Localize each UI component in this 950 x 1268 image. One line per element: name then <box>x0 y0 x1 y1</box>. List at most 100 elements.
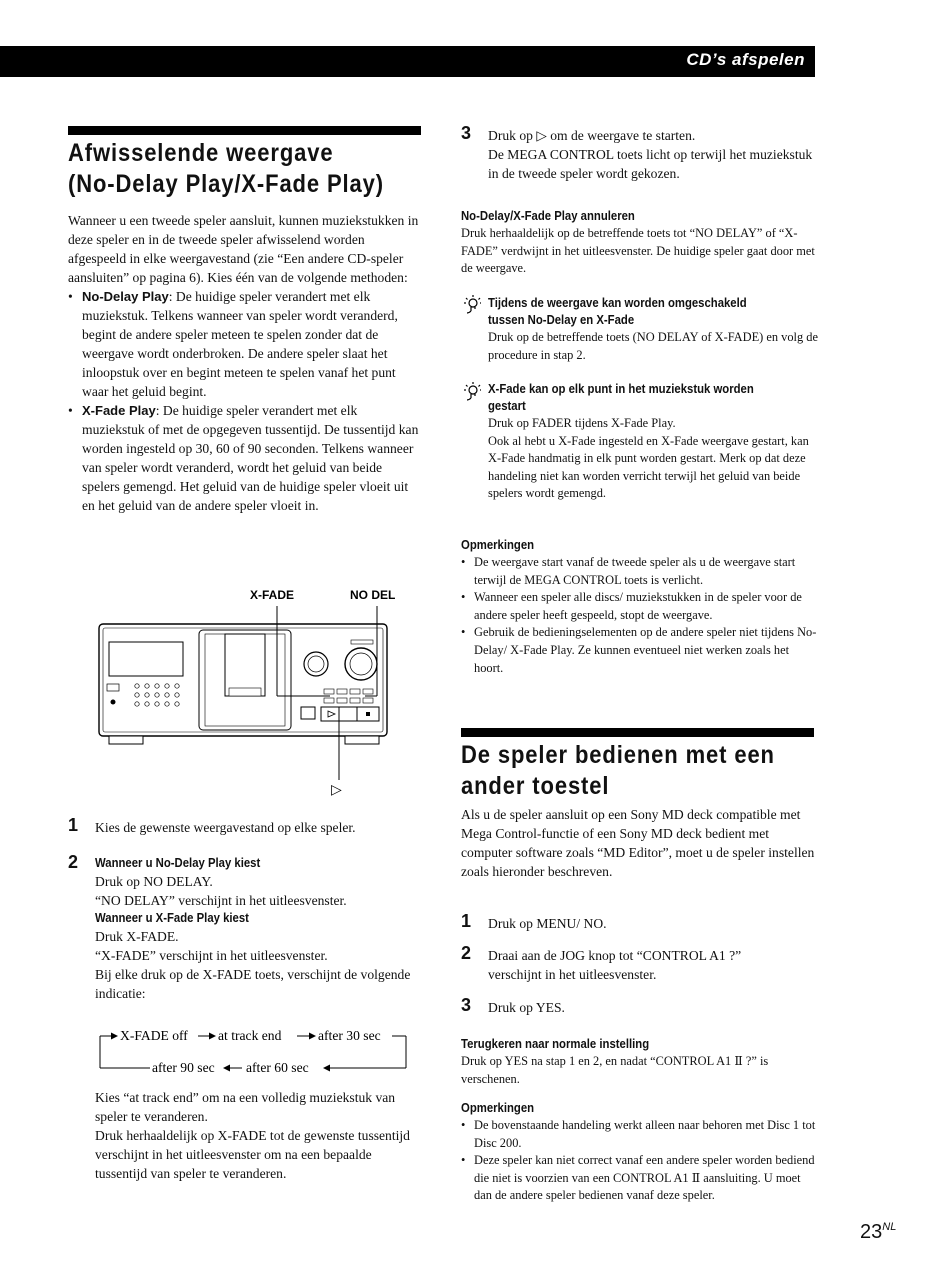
mode-buttons <box>323 688 374 704</box>
notes-list: De weergave start vanaf de tweede speler… <box>461 554 819 677</box>
step-text: om de weergave te starten. <box>550 128 696 143</box>
instruction-line: “NO DELAY” verschijnt in het uitleesvens… <box>95 893 347 908</box>
page-number-value: 23 <box>860 1221 883 1243</box>
list-item: Gebruik de bedieningselementen op de and… <box>461 624 819 677</box>
cycle-after-90: after 90 sec <box>152 1060 215 1075</box>
play-icon <box>327 710 337 718</box>
tip-heading: tussen No-Delay en X-Fade <box>488 313 635 327</box>
cancel-section: No-Delay/X-Fade Play annuleren Druk herh… <box>461 208 821 278</box>
term-description: : De huidige speler verandert met elk mu… <box>82 403 419 513</box>
instruction-line: “X-FADE” verschijnt in het uitleesvenste… <box>95 948 328 963</box>
section-title: CD’s afspelen <box>686 50 805 69</box>
cd-player-illustration: X-FADE NO DELAY ▷ <box>98 588 395 796</box>
notes-list: De bovenstaande handeling werkt alleen n… <box>461 1117 819 1205</box>
language-code: NL <box>882 1221 897 1233</box>
door-handle-base <box>228 687 262 697</box>
foot <box>108 735 144 745</box>
label-no-delay: NO DELAY <box>350 588 395 602</box>
notes-2: Opmerkingen De bovenstaande handeling we… <box>461 1100 819 1205</box>
paragraph: Druk op YES na stap 1 en 2, en nadat “CO… <box>461 1054 769 1086</box>
step-number: 2 <box>68 852 79 872</box>
return-section: Terugkeren naar normale instelling Druk … <box>461 1036 816 1088</box>
header-bar: CD’s afspelen <box>0 46 815 77</box>
heading-line: De speler bedienen met een <box>461 741 775 769</box>
paragraph: Druk herhaaldelijk op de betreffende toe… <box>461 226 815 276</box>
label-x-fade: X-FADE <box>250 588 294 602</box>
step-number: 3 <box>461 995 472 1015</box>
notes-heading: Opmerkingen <box>461 1101 535 1115</box>
subheading: Wanneer u X-Fade Play kiest <box>95 911 249 925</box>
list-item: Wanneer een speler alle discs/ muziekstu… <box>461 589 819 624</box>
step-text: Kies de gewenste weergavestand op elke s… <box>95 820 356 835</box>
list-item: Deze speler kan niet correct vanaf een a… <box>461 1152 819 1205</box>
step-text: Druk op YES. <box>488 1000 565 1015</box>
heading-line: ander toestel <box>461 772 610 800</box>
cycle-x-fade-off: X-FADE off <box>120 1028 188 1043</box>
cycle-after-60: after 60 sec <box>246 1060 309 1075</box>
intro-block: Wanneer u een tweede speler aansluit, ku… <box>68 211 420 515</box>
step-number: 1 <box>68 815 79 835</box>
player-body-inner <box>102 627 384 733</box>
tip-heading: Tijdens de weergave kan worden omgeschak… <box>488 296 747 310</box>
list-item: No-Delay Play: De huidige speler verande… <box>68 287 420 401</box>
instruction-line: Druk op NO DELAY. <box>95 874 213 889</box>
intro-paragraph: Als u de speler aansluit op een Sony MD … <box>461 807 815 879</box>
tip-text: Druk op de betreffende toets (NO DELAY o… <box>488 330 818 362</box>
step-text: Druk op <box>488 128 533 143</box>
tip-2: X-Fade kan op elk punt in het muziekstuk… <box>488 381 818 503</box>
intro-paragraph: Wanneer u een tweede speler aansluit, ku… <box>68 213 419 285</box>
list-item: X-Fade Play: De huidige speler verandert… <box>68 401 420 515</box>
tip-1: Tijdens de weergave kan worden omgeschak… <box>488 295 818 364</box>
play-symbol: ▷ <box>536 128 547 143</box>
list-item: De bovenstaande handeling werkt alleen n… <box>461 1117 819 1152</box>
cycle-at-track-end: at track end <box>218 1028 282 1043</box>
tip-heading: X-Fade kan op elk punt in het muziekstuk… <box>488 382 754 396</box>
page-number: 23NL <box>860 1221 896 1244</box>
instruction-line: Bij elke druk op de X-FADE toets, versch… <box>95 967 411 1001</box>
heading-rule <box>68 126 421 135</box>
subheading: No-Delay/X-Fade Play annuleren <box>461 209 635 223</box>
list-item: De weergave start vanaf de tweede speler… <box>461 554 819 589</box>
step-text: Draai aan de JOG knop tot “CONTROL A1 ?”… <box>488 948 742 982</box>
foot <box>344 735 380 745</box>
transport-buttons <box>320 706 380 722</box>
term-no-delay: No-Delay Play <box>82 289 169 304</box>
step-number: 3 <box>461 123 472 143</box>
step-number: 2 <box>461 943 472 963</box>
tip-heading: gestart <box>488 399 526 413</box>
heading-line: Afwisselende weergave <box>68 139 334 167</box>
after-cycle-block: Kies “at track end” om na een volledig m… <box>95 1088 425 1183</box>
subheading: Wanneer u No-Delay Play kiest <box>95 856 261 870</box>
door-handle <box>224 633 266 697</box>
tip-bulb-icon <box>464 295 481 314</box>
instruction-line: Druk X-FADE. <box>95 929 179 944</box>
step-2-block: Wanneer u No-Delay Play kiest Druk op NO… <box>95 855 425 1003</box>
paragraph: Druk herhaaldelijk op X-FADE tot de gewe… <box>95 1128 410 1181</box>
subheading: Terugkeren naar normale instelling <box>461 1037 650 1051</box>
page-heading: Afwisselende weergave (No-Delay Play/X-F… <box>68 138 384 200</box>
heading-line: (No-Delay Play/X-Fade Play) <box>68 170 384 198</box>
play-symbol: ▷ <box>331 782 342 796</box>
cycle-after-30: after 30 sec <box>318 1028 381 1043</box>
x-fade-cycle-diagram: X-FADE off at track end after 30 sec aft… <box>99 1028 407 1075</box>
step-number: 1 <box>461 911 472 931</box>
indicator <box>110 699 116 705</box>
step-text: De MEGA CONTROL toets licht op terwijl h… <box>488 147 813 181</box>
section-heading: De speler bedienen met een ander toestel <box>461 740 775 802</box>
method-list: No-Delay Play: De huidige speler verande… <box>68 287 420 515</box>
step-text: Druk op MENU/ NO. <box>488 916 607 931</box>
power-button <box>106 683 120 692</box>
term-description: : De huidige speler verandert met elk mu… <box>82 289 398 399</box>
notes-1: Opmerkingen De weergave start vanaf de t… <box>461 537 819 677</box>
eject-button <box>300 706 316 720</box>
heading-rule <box>461 728 814 737</box>
paragraph: Kies “at track end” om na een volledig m… <box>95 1090 396 1124</box>
tip-bulb-icon <box>464 382 481 401</box>
term-x-fade: X-Fade Play <box>82 403 156 418</box>
tip-text: Druk op FADER tijdens X-Fade Play. <box>488 416 676 430</box>
number-buttons <box>134 683 180 707</box>
notes-heading: Opmerkingen <box>461 538 535 552</box>
tip-text: Ook al hebt u X-Fade ingesteld en X-Fade… <box>488 433 809 501</box>
step-3-block: Druk op ▷ om de weergave te starten. De … <box>488 126 818 183</box>
display-window <box>108 641 184 677</box>
